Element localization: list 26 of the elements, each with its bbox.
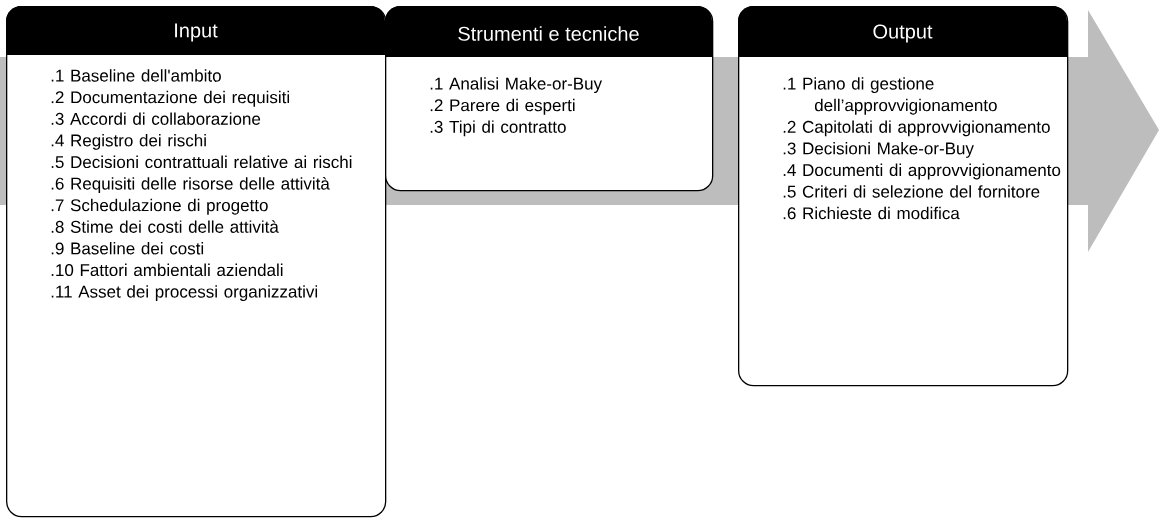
list-item: .6 Requisiti delle risorse delle attività (51, 177, 330, 194)
column-heading: Input (175, 23, 218, 42)
list-item: .3 Tipi di contratto (430, 120, 566, 137)
process-box (6, 6, 387, 518)
list-item: .6 Richieste di modifica (783, 206, 960, 220)
list-item: .7 Schedulazione di progetto (51, 198, 268, 215)
list-item: .9 Baseline dei costi (51, 242, 204, 255)
list-item: .5 Decisioni contrattuali relative ai rischi (51, 155, 352, 169)
list-item: .1 Piano di gestione dell’approvvigionamento (783, 77, 997, 115)
list-item: .4 Registro dei rischi (51, 134, 206, 150)
list-item: .4 Documenti di approvvigionamento (783, 163, 1061, 180)
list-item: .1 Analisi Make-or-Buy (430, 77, 603, 94)
list-item: .5 Criteri di selezione del fornitore (783, 185, 1040, 198)
column-heading: Strumenti e tecniche (458, 26, 639, 41)
list-item: .3 Decisioni Make-or-Buy (783, 142, 974, 158)
list-item: .1 Baseline dell'ambito (51, 69, 221, 82)
list-item: .10 Fattori ambientali aziendali (51, 263, 283, 277)
list-item: .2 Documentazione dei requisiti (51, 90, 289, 107)
list-item: .8 Stime dei costi delle attività (51, 220, 279, 233)
process-box (385, 6, 714, 192)
column-heading: Output (873, 24, 933, 43)
list-item: .2 Parere di esperti (430, 98, 575, 115)
list-item: .2 Capitolati di approvvigionamento (783, 120, 1050, 137)
list-item: .11 Asset dei processi organizzativi (51, 285, 318, 302)
list-item: .3 Accordi di collaborazione (51, 112, 261, 125)
process-box (738, 6, 1069, 387)
